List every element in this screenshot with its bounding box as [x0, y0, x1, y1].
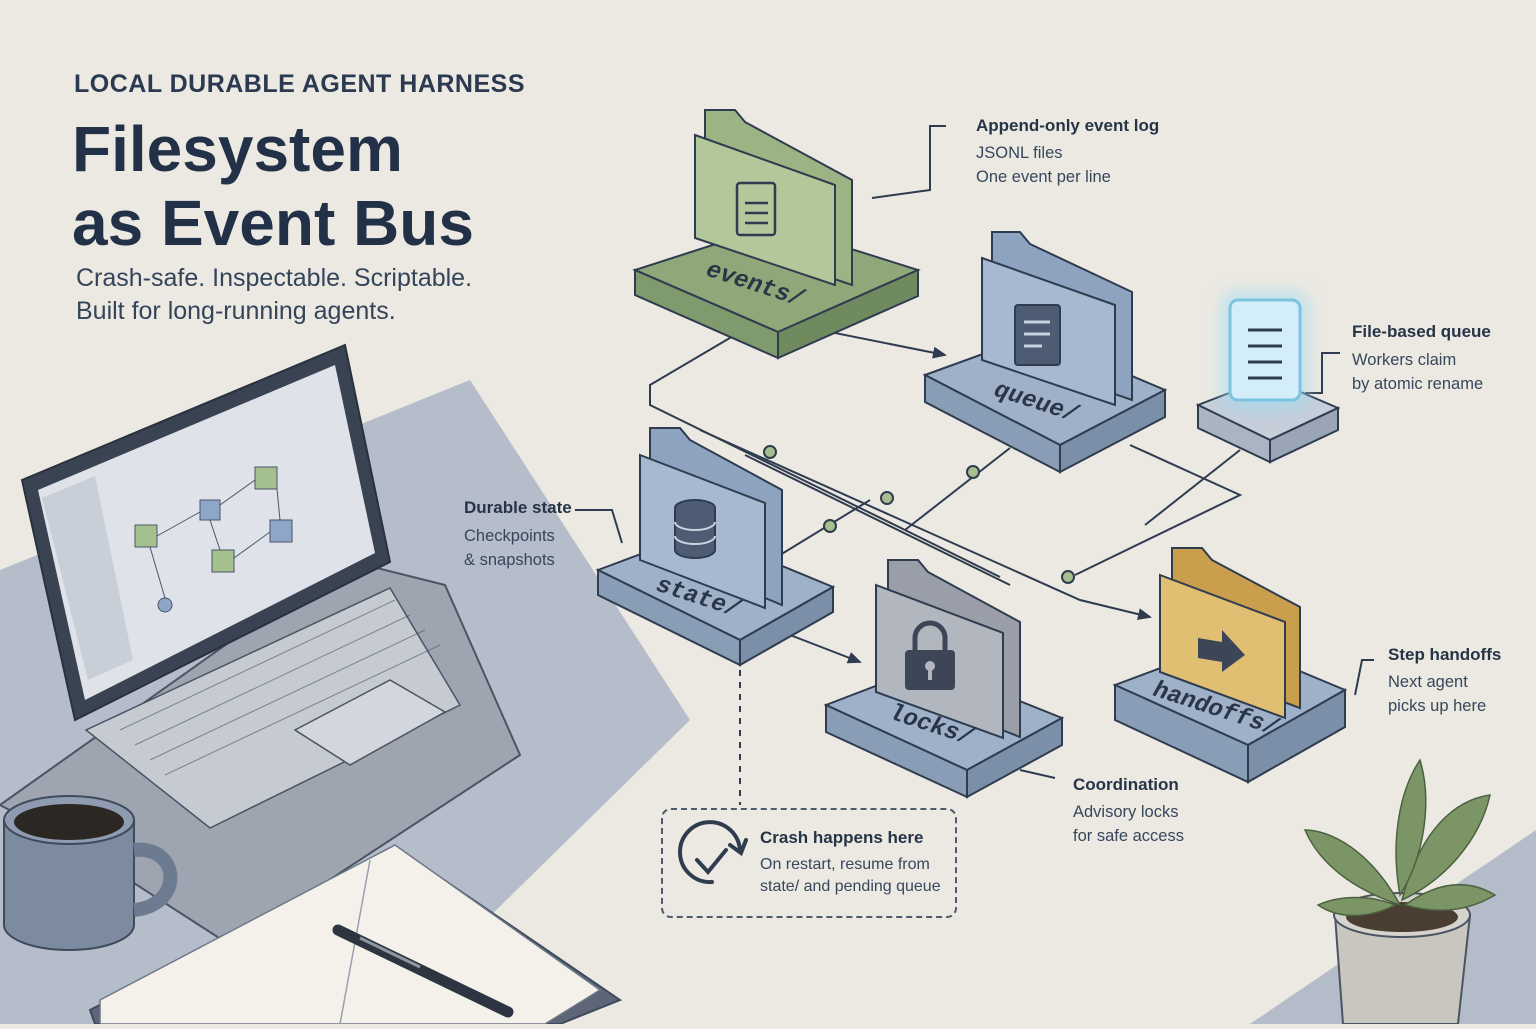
title-line-2: as Event Bus	[72, 187, 474, 259]
event-log-title: Append-only event log	[976, 116, 1160, 135]
crash-callout	[661, 808, 957, 918]
restart-check-icon	[678, 820, 748, 885]
file-queue-title: File-based queue	[1352, 322, 1491, 341]
page-title: Filesystem as Event Bus	[72, 112, 474, 260]
durable-state-title: Durable state	[464, 498, 572, 517]
queue-folder	[922, 231, 1168, 474]
file-queue-line-1: Workers claim	[1352, 351, 1457, 369]
connector-nodes	[763, 445, 1075, 584]
laptop-screen-flowchart	[134, 466, 293, 613]
kicker: LOCAL DURABLE AGENT HARNESS	[74, 70, 526, 98]
subtitle-line-1: Crash-safe. Inspectable. Scriptable.	[76, 264, 473, 292]
coffee-mug	[3, 795, 178, 951]
step-handoffs-line-1: Next agent	[1388, 673, 1468, 691]
crash-line-2: state/ and pending queue	[760, 878, 941, 895]
state-folder	[595, 427, 836, 667]
event-log-line-1: JSONL files	[976, 144, 1063, 162]
crash-title: Crash happens here	[760, 828, 924, 847]
durable-state-line-2: & snapshots	[464, 551, 555, 569]
step-handoffs-description: Next agent picks up here	[1388, 670, 1486, 718]
subtitle-line-2: Built for long-running agents.	[76, 297, 396, 325]
coordination-line-2: for safe access	[1073, 827, 1184, 845]
handoffs-folder	[1112, 547, 1348, 784]
connector-lines	[575, 125, 1374, 805]
durable-state-line-1: Checkpoints	[464, 527, 555, 545]
plant	[1303, 758, 1497, 1025]
coordination-line-1: Advisory locks	[1073, 803, 1179, 821]
coordination-description: Advisory locks for safe access	[1073, 800, 1184, 848]
pen-icon	[332, 924, 514, 1018]
durable-state-description: Checkpoints & snapshots	[464, 524, 555, 572]
event-log-line-2: One event per line	[976, 168, 1111, 186]
event-log-description: JSONL files One event per line	[976, 141, 1111, 189]
step-handoffs-line-2: picks up here	[1388, 697, 1487, 715]
crash-line-1: On restart, resume from	[760, 856, 930, 873]
locks-folder	[823, 559, 1065, 799]
title-line-1: Filesystem	[72, 113, 403, 185]
crash-description: On restart, resume from state/ and pendi…	[760, 854, 941, 898]
laptop	[0, 343, 522, 947]
step-handoffs-title: Step handoffs	[1388, 645, 1502, 664]
events-folder	[632, 109, 921, 360]
file-queue-description: Workers claim by atomic rename	[1352, 348, 1483, 396]
subtitle: Crash-safe. Inspectable. Scriptable. Bui…	[76, 262, 472, 328]
coordination-title: Coordination	[1073, 775, 1179, 794]
file-queue-line-2: by atomic rename	[1352, 375, 1484, 393]
queue-item-glow	[1195, 292, 1341, 464]
